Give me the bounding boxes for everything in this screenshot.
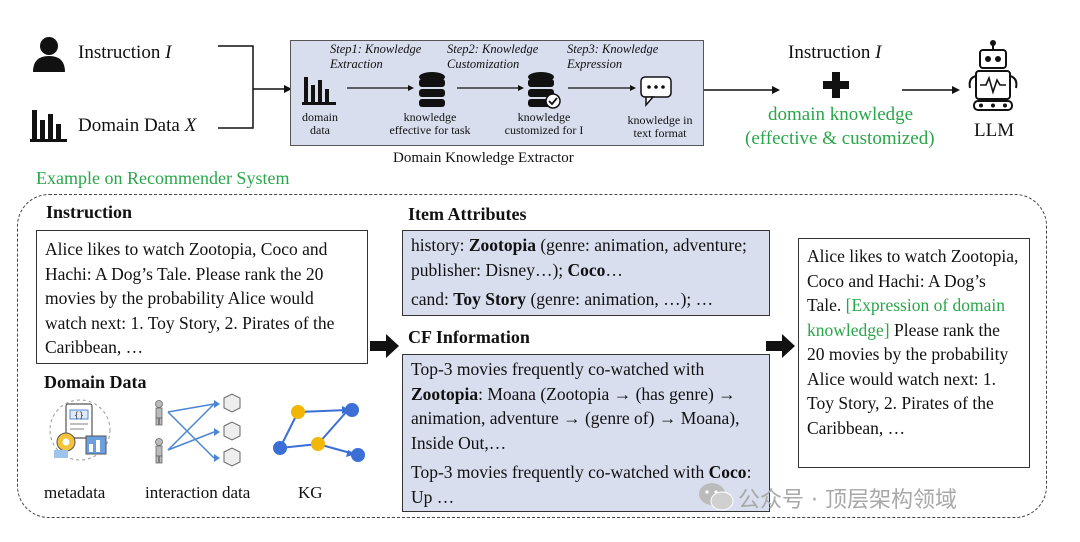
domain-item-metadata: metadata xyxy=(44,483,106,502)
bar-chart-icon xyxy=(30,110,67,142)
step3-title: Step3: Knowledge Expression xyxy=(567,42,659,71)
caption-domain-data: domain data xyxy=(302,110,338,137)
domain-knowledge-line1: domain knowledge xyxy=(768,104,914,125)
step-arrows xyxy=(347,85,960,94)
right-arrow-icon-1 xyxy=(370,334,399,358)
domain-data-chart-icon xyxy=(302,77,336,105)
svg-text:{}: {} xyxy=(74,411,84,420)
robot-icon xyxy=(968,40,1018,111)
result-text-green: [Expression of domain knowledge] xyxy=(807,295,1006,340)
instruction-box: Alice likes to watch Zootopia, Coco and … xyxy=(36,230,368,364)
example-title: Example on Recommender System xyxy=(36,168,290,188)
knowledge-extractor-panel xyxy=(290,40,704,146)
item-attr-history: history: Zootopia (genre: animation, adv… xyxy=(411,235,747,280)
cf-info-box: Top-3 movies frequently co-watched with … xyxy=(402,354,770,512)
result-box: Alice likes to watch Zootopia, Coco and … xyxy=(798,238,1030,468)
caption-customized: knowledge customized for I xyxy=(504,110,584,137)
cf-para-1: Top-3 movies frequently co-watched with … xyxy=(411,359,740,453)
metadata-icon: {} xyxy=(49,399,111,461)
cf-para-2: Top-3 movies frequently co-watched with … xyxy=(411,462,752,507)
user-icon xyxy=(33,37,65,72)
result-text-1: Alice likes to watch Zootopia, Coco and … xyxy=(807,246,1019,315)
plus-icon xyxy=(823,72,849,98)
kg-graph-icon xyxy=(273,403,365,462)
interaction-graph-icon xyxy=(155,393,241,467)
llm-label: LLM xyxy=(974,120,1015,141)
domain-item-interaction: interaction data xyxy=(145,483,251,502)
instruction-header: Instruction xyxy=(46,202,133,222)
right-arrow-icon-2 xyxy=(766,334,795,358)
merge-connector xyxy=(218,45,292,129)
step1-title: Step1: Knowledge Extraction xyxy=(330,42,422,71)
caption-text-format: knowledge in text format xyxy=(627,113,693,140)
chat-bubble-icon xyxy=(640,76,672,107)
caption-effective: knowledge effective for task xyxy=(389,110,471,137)
right-instruction-label: Instruction I xyxy=(788,42,882,63)
step2-title: Step2: Knowledge Customization xyxy=(447,42,539,71)
watermark-text: 公众号 · 顶层架构领域 xyxy=(738,488,957,513)
result-text-2: Please rank the 20 movies by the probabi… xyxy=(807,319,1009,438)
example-dashed-frame xyxy=(17,194,1047,518)
wechat-icon xyxy=(699,483,734,511)
item-attributes-box: history: Zootopia (genre: animation, adv… xyxy=(402,230,770,316)
instruction-text: Alice likes to watch Zootopia, Coco and … xyxy=(45,239,335,357)
domain-data-header: Domain Data xyxy=(44,372,147,392)
extractor-label: Domain Knowledge Extractor xyxy=(393,150,574,166)
instruction-label: Instruction I xyxy=(78,42,172,63)
domain-item-kg: KG xyxy=(298,483,323,502)
database-icon xyxy=(419,72,445,107)
cf-header: CF Information xyxy=(408,327,530,347)
domain-data-label: Domain Data X xyxy=(78,115,197,136)
domain-knowledge-line2: (effective & customized) xyxy=(745,128,935,149)
item-attr-cand: cand: Toy Story (genre: animation, …); … xyxy=(411,289,714,309)
item-attributes-header: Item Attributes xyxy=(408,204,527,224)
database-check-icon xyxy=(528,72,561,109)
